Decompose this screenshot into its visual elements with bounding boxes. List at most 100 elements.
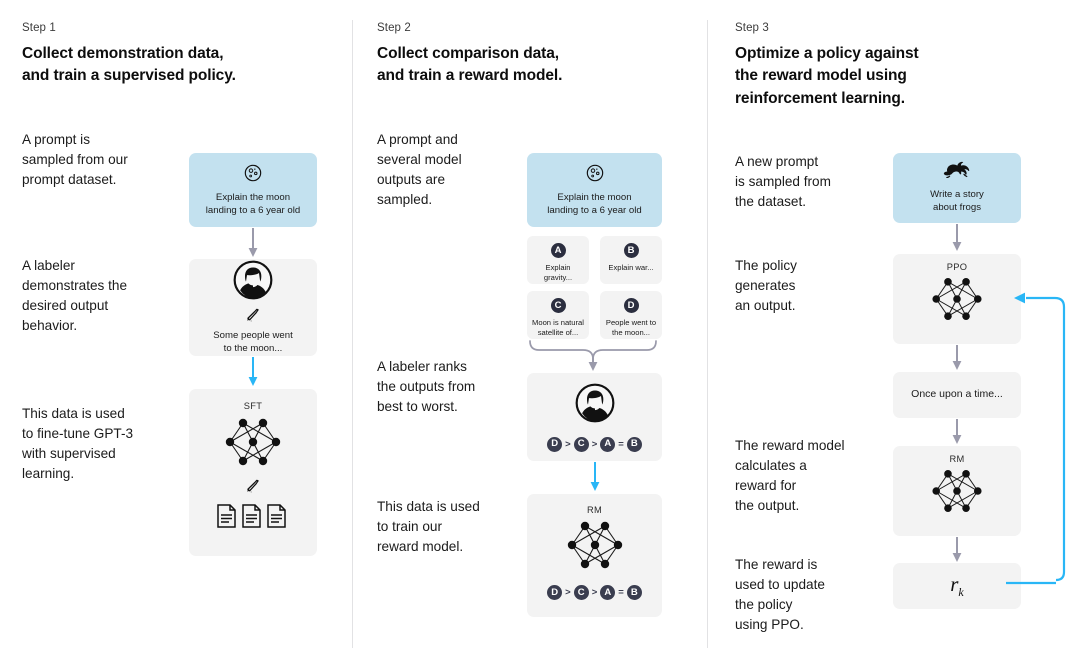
- documents-icon: [216, 503, 290, 534]
- paragraph-2-1: A prompt and several model outputs are s…: [377, 132, 462, 207]
- column-divider-1: [352, 20, 353, 648]
- rm-label-3: RM: [949, 454, 965, 464]
- policy-output-box[interactable]: Once upon a time...: [893, 372, 1021, 418]
- demonstration-box[interactable]: Some people went to the moon...: [189, 259, 317, 356]
- sft-label: SFT: [243, 401, 263, 411]
- rank-badge-1: D: [547, 585, 563, 600]
- rank-op-3: =: [618, 438, 624, 450]
- reward-symbol-r: r: [950, 571, 959, 596]
- prompt-box-1-caption: Explain the moon landing to a 6 year old: [206, 192, 300, 217]
- paragraph-3-4: The reward is used to update the policy …: [735, 557, 825, 632]
- ranking-row: D > C > A = B: [547, 436, 642, 452]
- reward-value-box[interactable]: rk: [893, 563, 1021, 609]
- option-text-b: Explain war...: [608, 263, 654, 272]
- rank-op-2: >: [591, 587, 598, 598]
- prompt-box-3[interactable]: Write a story about frogs: [893, 153, 1021, 223]
- step-title-1-line2: and train a supervised policy.: [22, 67, 236, 85]
- output-option-c[interactable]: C Moon is natural satellite of...: [527, 291, 589, 339]
- rank-op-3: =: [618, 587, 624, 598]
- step-title-2-line2: and train a reward model.: [377, 67, 563, 85]
- column-step-3: Step 3 Optimize a policy against the rew…: [707, 0, 1080, 670]
- pencil-icon: [245, 479, 262, 499]
- neural-network-icon: [929, 274, 985, 329]
- sft-model-box[interactable]: SFT: [189, 389, 317, 556]
- option-badge-b: B: [623, 243, 639, 258]
- labeler-ranking-box[interactable]: D > C > A = B: [527, 373, 662, 461]
- prompt-caption-line2: landing to a 6 year old: [205, 204, 301, 216]
- rank-badge-2: C: [573, 436, 589, 452]
- policy-ppo-box[interactable]: PPO: [893, 254, 1021, 344]
- demo-caption-line2: to the moon...: [223, 342, 283, 354]
- labeler-avatar-icon: [575, 383, 615, 428]
- step-title-1-line1: Collect demonstration data,: [22, 45, 224, 62]
- ranking-row-rm: D > C > A = B: [547, 585, 642, 600]
- output-option-b[interactable]: B Explain war...: [600, 236, 662, 284]
- prompt-box-3-caption: Write a story about frogs: [930, 189, 984, 214]
- arrow-down-gray-3c: [951, 419, 963, 450]
- neural-network-icon: [564, 518, 626, 577]
- demonstration-caption: Some people went to the moon...: [213, 330, 292, 355]
- prompt-caption-line1: Explain the moon: [557, 191, 632, 203]
- step-title-3-line2: the reward model using: [735, 67, 907, 85]
- feedback-loop-tail: [1000, 578, 1060, 596]
- rank-badge-1: D: [547, 436, 563, 452]
- paragraph-3-1: A new prompt is sampled from the dataset…: [735, 154, 831, 209]
- column-divider-2: [707, 20, 708, 648]
- ppo-label: PPO: [946, 262, 968, 272]
- reward-symbol-k: k: [958, 585, 964, 600]
- step-title-3-line1: Optimize a policy against: [735, 45, 919, 62]
- paragraph-3-2: The policy generates an output.: [735, 258, 797, 313]
- moon-icon: [243, 163, 263, 188]
- column-step-2: Step 2 Collect comparison data, and trai…: [352, 0, 707, 670]
- moon-icon: [585, 163, 605, 188]
- demo-caption-line1: Some people went: [213, 329, 293, 341]
- arrow-down-gray-3d: [951, 537, 963, 568]
- step-label-1: Step 1: [22, 22, 56, 34]
- step-title-3-line3: reinforcement learning.: [735, 89, 905, 107]
- rank-badge-3: A: [600, 585, 616, 600]
- step-title-3: Optimize a policy against the reward mod…: [735, 43, 1080, 110]
- paragraph-3-3: The reward model calculates a reward for…: [735, 438, 845, 513]
- rm-label-2: RM: [586, 505, 603, 515]
- prompt-box-1[interactable]: Explain the moon landing to a 6 year old: [189, 153, 317, 227]
- pencil-icon: [245, 308, 262, 328]
- option-badge-c: C: [550, 298, 566, 313]
- rank-badge-3: A: [600, 436, 616, 452]
- arrow-down-gray-3b: [951, 345, 963, 376]
- reward-model-box-2[interactable]: RM D: [527, 494, 662, 617]
- reward-symbol: rk: [950, 572, 964, 600]
- arrow-down-gray-3a: [951, 224, 963, 257]
- rank-badge-4: B: [626, 436, 642, 452]
- paragraph-1-2: A labeler demonstrates the desired outpu…: [22, 258, 128, 333]
- rank-op-1: >: [565, 587, 571, 598]
- prompt-caption-line2: landing to a 6 year old: [547, 204, 642, 216]
- option-text-a: Explain gravity...: [543, 263, 573, 282]
- paragraph-1-1: A prompt is sampled from our prompt data…: [22, 132, 128, 187]
- rank-badge-4: B: [626, 585, 642, 600]
- neural-network-icon: [222, 415, 284, 474]
- prompt-caption-line1: Write a story: [930, 189, 984, 201]
- arrow-down-blue-2: [589, 462, 601, 497]
- output-option-d[interactable]: D People went to the moon...: [600, 291, 662, 339]
- merge-brace-arrow: [527, 339, 663, 376]
- reward-model-box-3[interactable]: RM: [893, 446, 1021, 536]
- neural-network-icon: [929, 466, 985, 521]
- step-label-3: Step 3: [735, 22, 769, 34]
- prompt-box-2[interactable]: Explain the moon landing to a 6 year old: [527, 153, 662, 227]
- arrow-down-blue-1: [247, 357, 259, 392]
- option-badge-d: D: [623, 298, 639, 313]
- step-title-2: Collect comparison data, and train a rew…: [377, 43, 707, 88]
- paragraph-1-3: This data is used to fine-tune GPT-3 wit…: [22, 406, 134, 481]
- frog-icon: [943, 161, 971, 184]
- paragraph-2-3: This data is used to train our reward mo…: [377, 499, 480, 554]
- rank-op-2: >: [591, 438, 598, 450]
- prompt-box-2-caption: Explain the moon landing to a 6 year old: [547, 192, 641, 217]
- output-option-a[interactable]: A Explain gravity...: [527, 236, 589, 284]
- step-title-1: Collect demonstration data, and train a …: [22, 43, 352, 88]
- rank-op-1: >: [565, 438, 571, 450]
- option-text-d: People went to the moon...: [605, 318, 657, 337]
- feedback-loop-arrow: [1010, 288, 1066, 593]
- prompt-caption-line2: about frogs: [932, 202, 981, 213]
- column-step-1: Step 1 Collect demonstration data, and t…: [0, 0, 352, 670]
